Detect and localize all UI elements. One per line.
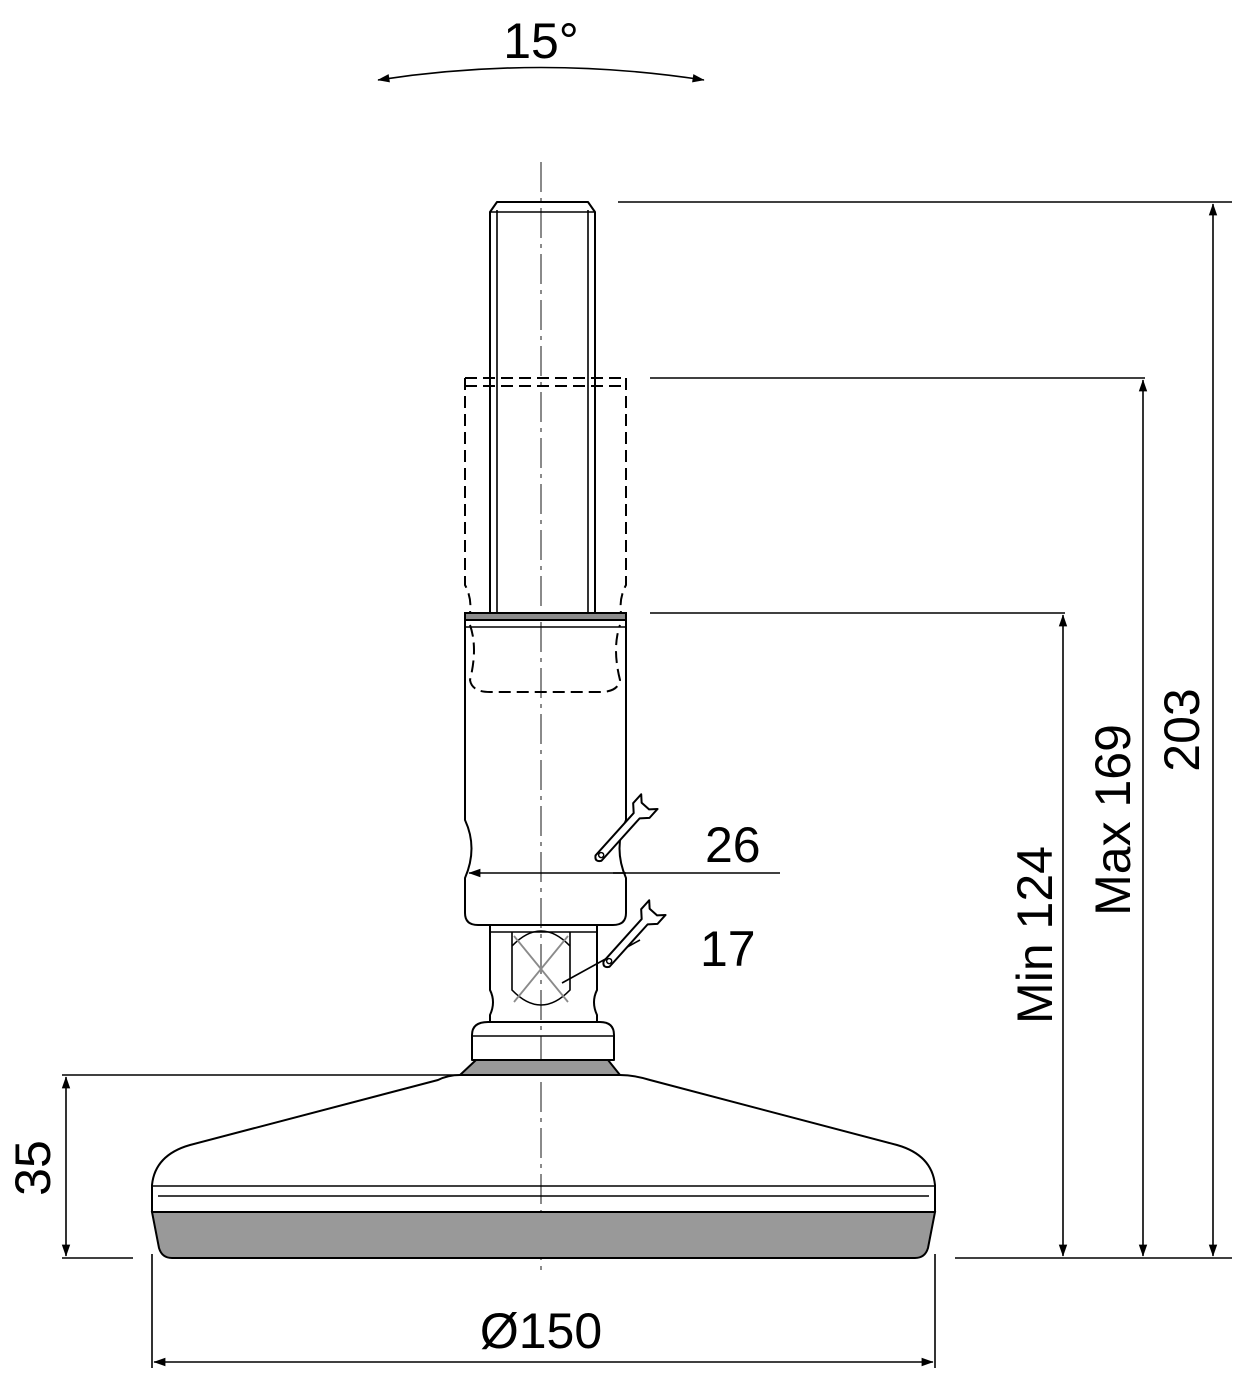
rubber-pad bbox=[150, 1211, 937, 1259]
threaded-stem bbox=[489, 201, 596, 616]
dimension-min-height-label: Min 124 bbox=[1007, 846, 1063, 1024]
dimension-base-height: 35 bbox=[5, 1074, 460, 1259]
sleeve-gray-band bbox=[464, 612, 627, 621]
dimension-total-height: 203 bbox=[618, 201, 1232, 1257]
sleeve-body bbox=[464, 612, 627, 926]
base-plate bbox=[150, 1059, 937, 1259]
wrench-icon bbox=[594, 793, 659, 863]
wrench-size-26-callout: 26 bbox=[468, 793, 780, 878]
tilt-angle-indicator: 15° bbox=[377, 13, 705, 83]
wrench-size-17-label: 17 bbox=[700, 921, 756, 977]
dimension-max-height-label: Max 169 bbox=[1085, 724, 1141, 916]
dimension-base-height-label: 35 bbox=[5, 1140, 61, 1196]
dimension-min-height: Min 124 bbox=[650, 612, 1068, 1257]
hidden-max-position bbox=[464, 377, 627, 693]
tilt-angle-label: 15° bbox=[503, 13, 579, 69]
dimension-base-diameter-label: Ø150 bbox=[480, 1303, 602, 1359]
dimension-base-diameter: Ø150 bbox=[151, 1254, 936, 1368]
wrench-size-26-label: 26 bbox=[705, 817, 761, 873]
dimension-total-height-label: 203 bbox=[1154, 688, 1210, 771]
ball-socket bbox=[471, 1021, 615, 1061]
neck bbox=[489, 924, 598, 1023]
wrench-size-17-callout: 17 bbox=[561, 899, 756, 984]
wrench-icon bbox=[602, 899, 667, 969]
dimension-max-height: Max 169 bbox=[650, 377, 1148, 1257]
